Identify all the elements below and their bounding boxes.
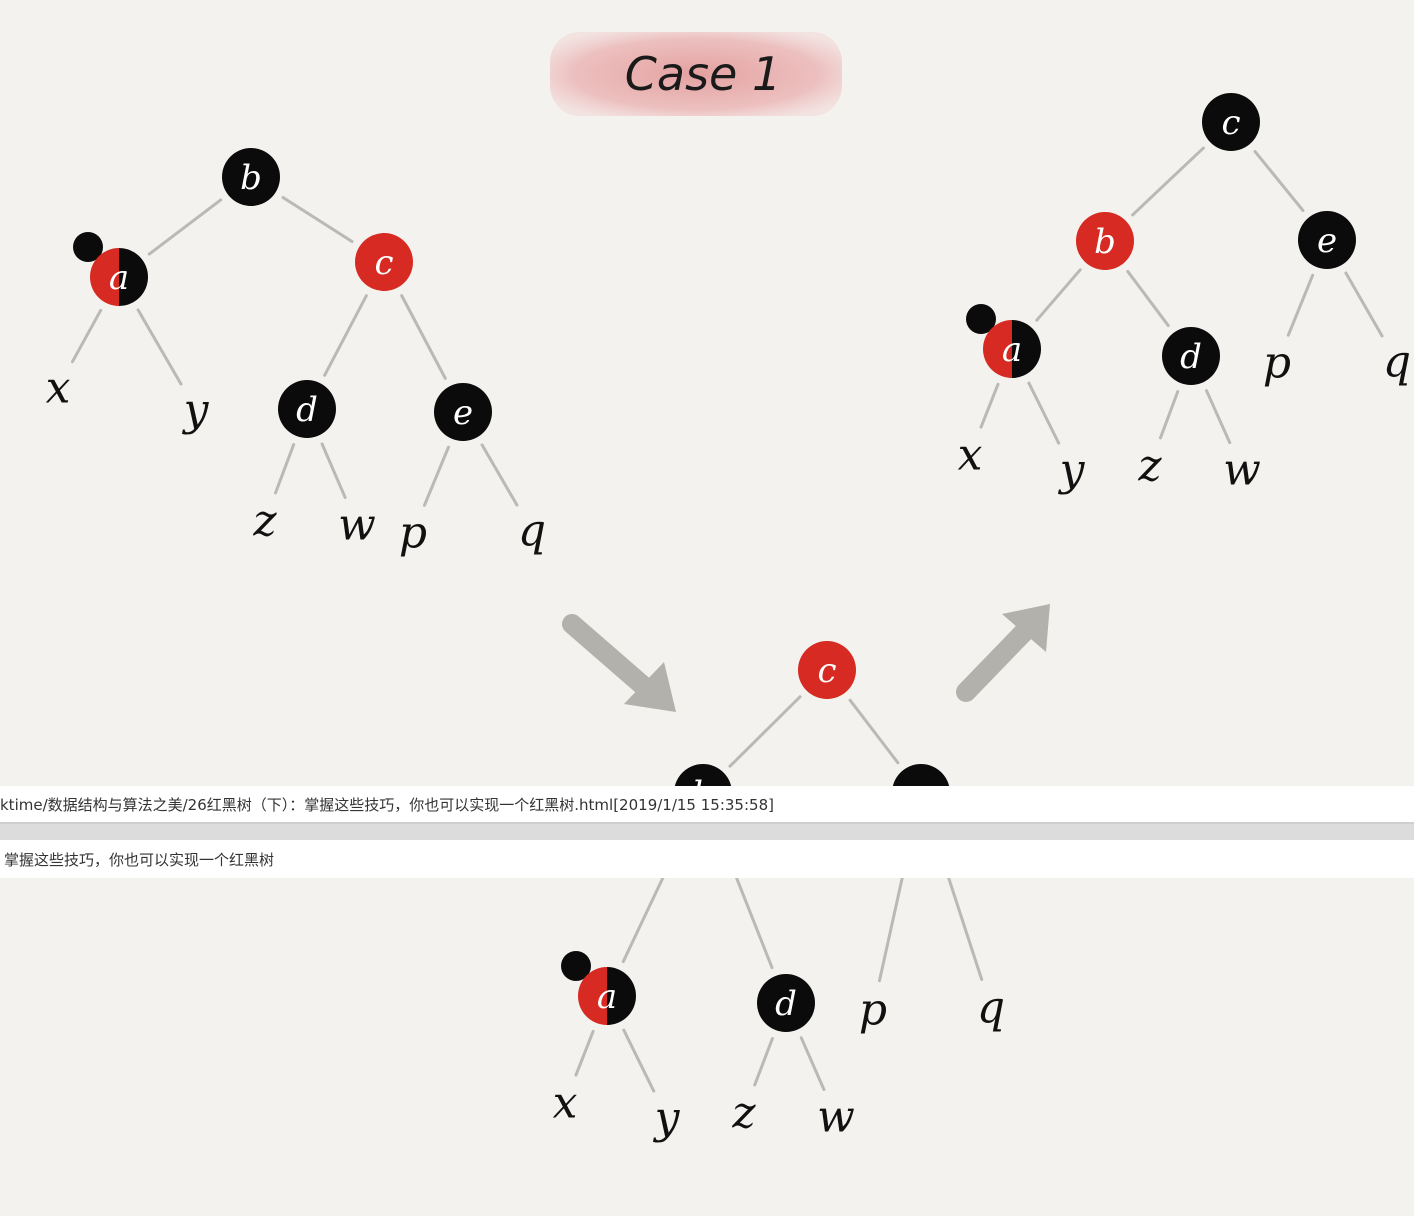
tree-edge [281,195,354,244]
leaf-label: p [859,985,887,1036]
tree-edge [274,443,296,495]
arrow-down-right [562,614,676,712]
tree-edge [422,445,450,507]
leaf-label: w [817,1092,855,1143]
tree-edge [728,695,802,768]
node-label: e [1317,221,1337,261]
tree-edge [1205,389,1232,445]
path-bar: ktime/数据结构与算法之美/26红黑树（下）：掌握这些技巧，你也可以实现一个… [0,786,1414,822]
tree-edge [1035,268,1082,322]
tree-edge [323,294,368,377]
leaf-label: z [252,496,277,547]
leaf-label: y [1058,445,1086,496]
extra-black-dot [966,304,996,334]
tree-edge [1344,271,1384,338]
node-circle [1162,327,1220,385]
tree-edge [848,698,900,765]
tree-edge [1253,149,1305,213]
leaf-label: w [1223,445,1261,496]
leaf-label: y [653,1093,681,1144]
tree-edge [1131,146,1205,217]
tree-edge [799,1036,826,1092]
node-circle [798,641,856,699]
node-circle [1076,212,1134,270]
tree-edge [753,1037,774,1087]
title-group: Case 1 [550,32,842,116]
title-highlight [550,32,842,116]
tree-edge [574,1029,595,1077]
node-half-black [1012,320,1041,378]
node-label: b [1094,222,1116,262]
node-circle [434,383,492,441]
page-title-text: 掌握这些技巧，你也可以实现一个红黑树 [4,851,275,869]
leaf-label: p [399,508,427,559]
diagrams: bacdexyzwpqcbeadxyzwpqcbeadxyzwpq [46,93,1411,1144]
path-text: ktime/数据结构与算法之美/26红黑树（下）：掌握这些技巧，你也可以实现一个… [0,796,774,814]
node-label: e [453,393,473,433]
bar-divider [0,822,1414,840]
leaf-label: p [1263,338,1291,389]
tree-edge [480,443,519,507]
leaf-label: z [1137,441,1162,492]
node-label: c [374,243,393,283]
tree-edge [70,308,103,364]
tree-edge [136,308,183,386]
extra-black-dot [73,232,103,262]
tree-edge [400,294,447,380]
leaf-label: q [518,506,546,557]
tree-edge [1027,381,1061,445]
page-title-bar: 掌握这些技巧，你也可以实现一个红黑树 [0,840,1414,878]
title: Case 1 [625,47,781,101]
node-half-black [607,967,636,1025]
node-circle [1202,93,1260,151]
node-circle [757,974,815,1032]
node-half-red [90,248,119,306]
node-label: d [775,984,797,1024]
tree-edge [1126,269,1170,328]
tree-edge [622,1028,656,1093]
tree-edge [1286,273,1315,337]
extra-black-dot [561,951,591,981]
node-label: b [240,158,262,198]
arrow-up-right [956,604,1050,702]
leaf-label: x [46,363,71,414]
node-label: c [1221,103,1240,143]
leaf-label: q [977,983,1005,1034]
node-half-black [119,248,148,306]
tree-edge [979,382,1000,429]
node-half-red [983,320,1012,378]
node-half-red [578,967,607,1025]
node-circle [355,233,413,291]
node-label: d [1180,337,1202,377]
node-label: a [597,977,617,1017]
leaf-label: y [182,385,210,436]
tree-edge [320,442,347,499]
node-label: c [817,651,836,691]
leaf-label: x [958,430,983,481]
node-circle [278,380,336,438]
node-circle [1298,211,1356,269]
leaf-label: z [731,1088,756,1139]
tree-edge [147,198,223,256]
leaf-label: q [1383,337,1411,388]
node-label: a [1002,330,1022,370]
node-label: d [296,390,318,430]
node-label: a [109,258,129,298]
leaf-label: x [553,1078,578,1129]
tree-edge [1158,390,1180,440]
node-circle [222,148,280,206]
leaf-label: w [338,500,376,551]
